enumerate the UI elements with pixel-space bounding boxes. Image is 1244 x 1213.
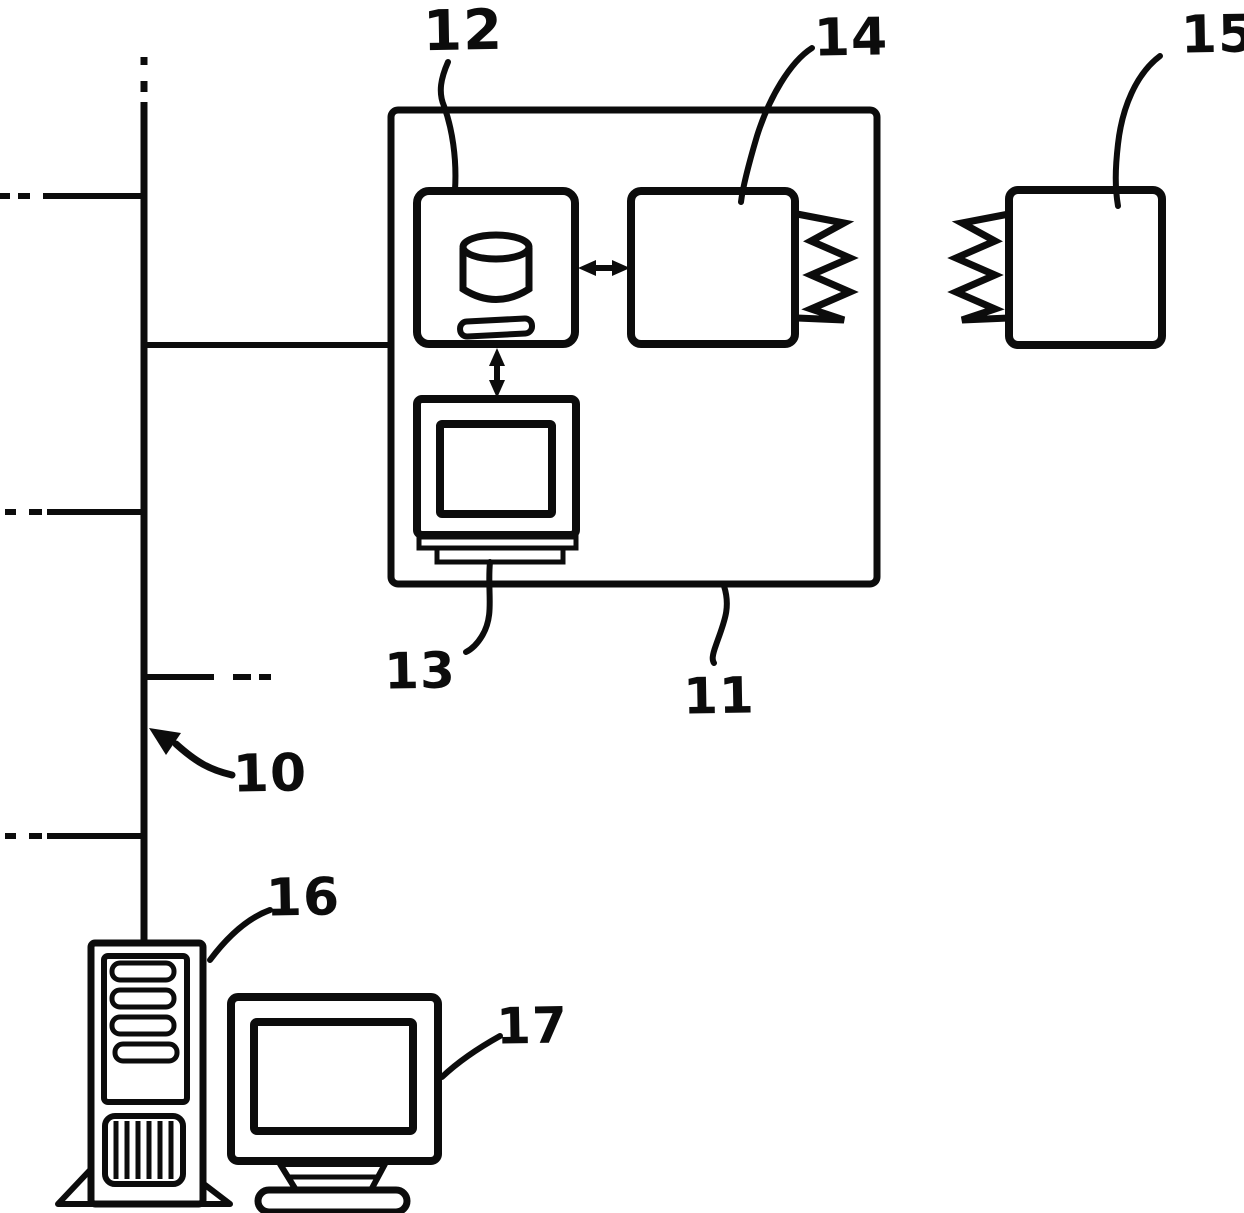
- monitor-base-plate: [258, 1190, 407, 1212]
- arrow-head-left: [578, 260, 596, 276]
- arrow-12-14: [578, 260, 630, 276]
- monitor-screen: [254, 1022, 413, 1131]
- ref-label-13: 13: [384, 641, 457, 700]
- crt-monitor-base: [437, 548, 563, 562]
- remote-unit-15: [956, 190, 1162, 345]
- leader-14: [741, 48, 812, 202]
- crt-monitor-screen: [440, 424, 552, 514]
- tower-left-foot: [58, 1168, 92, 1204]
- ref-label-12: 12: [422, 0, 503, 64]
- leader-lines: [210, 48, 1160, 1077]
- leader-17: [442, 1036, 500, 1077]
- ref-label-14: 14: [813, 7, 888, 68]
- leader-12: [441, 62, 456, 190]
- leader-15: [1116, 56, 1160, 206]
- remote-unit-outline: [1009, 190, 1162, 345]
- leader-11: [713, 586, 727, 663]
- tray-icon: [460, 318, 533, 337]
- leader-16: [210, 910, 270, 960]
- transceiver-unit-outline: [631, 191, 795, 344]
- arrow-head-top: [489, 348, 505, 366]
- leader-13: [466, 562, 490, 652]
- transceiver-unit-14: [631, 191, 850, 344]
- database-cylinder-icon: [463, 235, 529, 300]
- bus-pointer-arrow: [149, 728, 232, 775]
- network-bus: [0, 57, 390, 943]
- display-unit-13: [417, 399, 576, 562]
- rf-coil-icon: [956, 214, 1009, 320]
- ref-label-17: 17: [496, 996, 569, 1055]
- arrow-tail: [176, 744, 232, 775]
- ref-label-10: 10: [232, 743, 307, 804]
- database-unit-12: [417, 191, 575, 344]
- arrow-12-13: [489, 348, 505, 398]
- cylinder-top: [463, 235, 529, 259]
- ref-label-11: 11: [683, 666, 756, 725]
- desktop-monitor-17: [231, 997, 438, 1212]
- tower-computer-16: [58, 943, 230, 1204]
- rf-coil-icon: [797, 214, 850, 320]
- ref-label-16: 16: [265, 867, 340, 928]
- ref-label-15: 15: [1180, 4, 1244, 65]
